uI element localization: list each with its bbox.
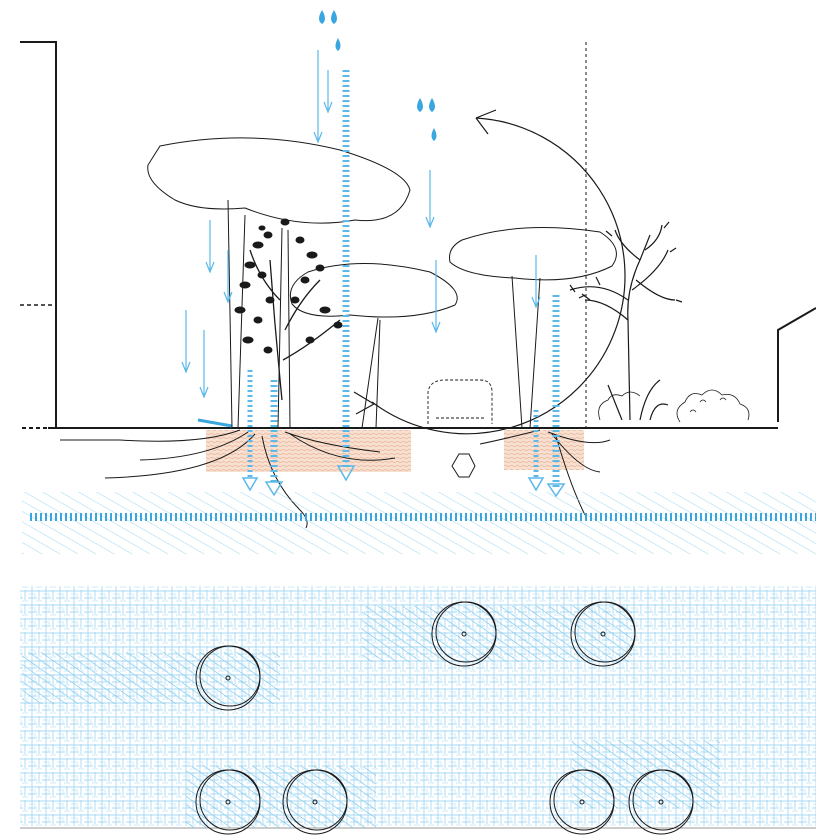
cycle-arrow-icon <box>353 109 626 435</box>
shrubs <box>598 389 750 423</box>
raindrop-icon <box>319 10 437 141</box>
tree-icon <box>569 221 683 421</box>
tree-pit <box>282 769 348 835</box>
ground-line <box>22 418 778 429</box>
tree-pit <box>195 645 261 711</box>
tree-pit <box>195 769 261 835</box>
manhole-hexagon-icon <box>451 453 476 478</box>
infiltration-flows <box>241 70 566 498</box>
plan-tree-pits <box>195 601 694 835</box>
tree-canopies <box>147 137 617 318</box>
vehicle-outline <box>427 379 493 424</box>
tree-pit <box>549 769 615 835</box>
tree-pit <box>628 769 694 835</box>
rain-arrows <box>181 50 541 399</box>
building-left <box>20 41 57 428</box>
tree-icon <box>234 218 343 401</box>
tree-pit <box>431 601 497 667</box>
building-right <box>585 42 816 428</box>
tree-pit <box>570 601 636 667</box>
groundwater-layer <box>22 492 816 554</box>
soil-pits-section <box>206 430 584 472</box>
